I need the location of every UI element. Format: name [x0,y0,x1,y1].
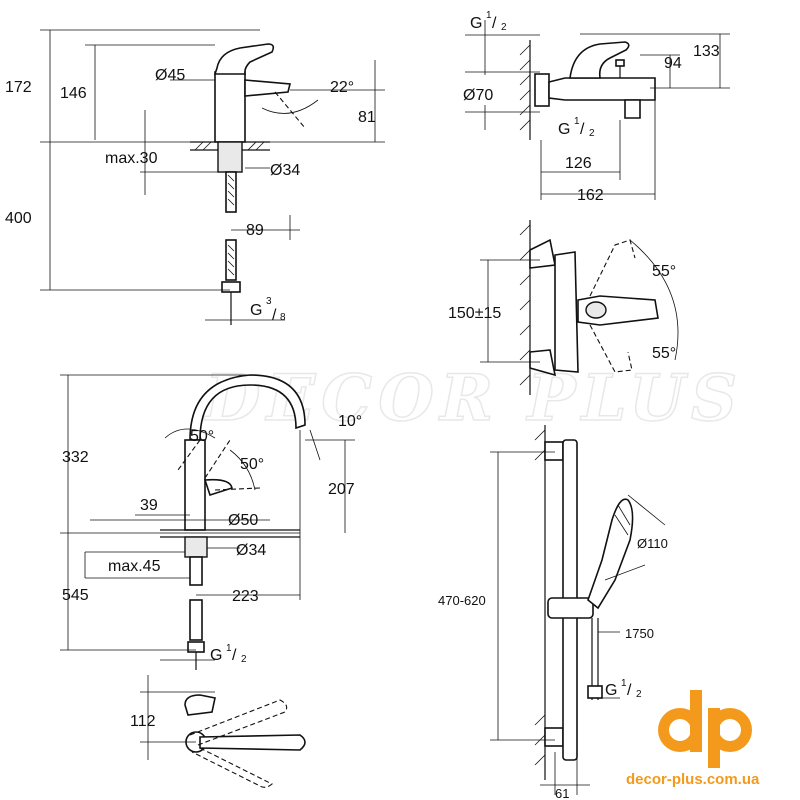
dim-223: 223 [232,588,259,605]
basin-mixer-body [214,71,246,143]
dim-d110: Ø110 [637,536,668,551]
dim-207: 207 [328,481,355,498]
sink-mixer-top-view [184,694,216,716]
dim-470-620: 470-620 [438,593,486,608]
dim-172: 172 [5,79,32,96]
dim-max45: max.45 [108,558,161,575]
bath-mixer-front-drawing: 150±15 55° 55° [448,220,679,395]
sink-mixer-body [184,439,206,531]
dim-max30: max.30 [105,150,158,167]
svg-text:/: / [232,647,237,664]
shower-rail-drawing: 470-620 Ø110 1750 G 1 / 2 61 [438,425,668,800]
svg-text:1: 1 [574,116,580,127]
basin-mixer-hose [225,171,237,213]
dim-55deg-top: 55° [652,263,676,280]
dim-81: 81 [358,109,376,126]
basin-mixer-spout [244,79,292,97]
dim-150: 150±15 [448,305,501,322]
dim-126: 126 [565,155,592,172]
svg-text:/: / [580,121,585,138]
svg-text:/: / [492,15,497,32]
dim-d50: Ø50 [228,512,258,529]
dim-g12-sink: G [210,647,222,664]
dim-g38: G [250,302,262,319]
svg-text:2: 2 [241,654,247,665]
dim-d34: Ø34 [270,162,300,179]
dim-94: 94 [664,55,682,72]
svg-text:8: 8 [280,312,286,323]
dim-d70: Ø70 [463,87,493,104]
sink-mixer-drawing: 332 50° 50° 10° 207 39 Ø50 Ø34 max.45 54… [60,374,362,788]
dim-50deg-a: 50° [190,428,214,445]
dim-d34-sink: Ø34 [236,542,266,559]
dim-1750: 1750 [625,626,654,641]
svg-text:1: 1 [486,10,492,21]
dim-112: 112 [130,713,156,730]
dim-22deg: 22° [330,79,354,96]
bath-mixer-drawing: G 1 / 2 133 94 Ø70 G 1 / 2 126 162 [463,10,730,204]
dim-39: 39 [140,497,158,514]
sink-mixer-lever [203,478,233,497]
svg-text:2: 2 [501,22,507,33]
basin-mixer-lever [213,43,275,75]
dim-400: 400 [5,210,32,227]
bath-mixer-lever [569,41,630,79]
svg-text:/: / [272,307,277,324]
watermark: DECOR PLUS [203,361,743,436]
svg-text:2: 2 [636,689,642,700]
dim-162: 162 [577,187,604,204]
dim-d45: Ø45 [155,67,185,84]
dim-50deg-b: 50° [240,456,264,473]
bath-mixer-escutcheon [534,73,550,107]
dim-g12-bot: G [558,121,570,138]
shower-head [587,498,634,610]
dim-146: 146 [60,85,87,102]
svg-text:/: / [627,682,632,699]
bath-mixer-front-body [554,251,579,373]
dim-545: 545 [62,587,89,604]
basin-mixer-fixing [217,141,243,173]
dim-g12-shower: G [605,682,617,699]
logo-url: decor-plus.com.ua [626,771,760,788]
svg-text:2: 2 [589,128,595,139]
shower-rail-slider [547,597,594,619]
dim-332: 332 [62,449,89,466]
dim-133: 133 [693,43,720,60]
dim-10deg: 10° [338,413,362,430]
sink-mixer-spout [189,374,306,441]
dim-89: 89 [246,222,264,239]
svg-text:1: 1 [621,678,627,689]
decor-plus-logo: decor-plus.com.ua [626,690,760,788]
svg-text:1: 1 [226,643,232,654]
basin-mixer-drawing: 172 146 Ø45 22° 81 max.30 Ø34 400 89 G 3… [5,29,385,325]
dim-61: 61 [555,786,569,800]
dim-55deg-bottom: 55° [652,345,676,362]
svg-text:3: 3 [266,296,272,307]
dim-g12-top: G [470,15,482,32]
bath-mixer-body [548,77,656,101]
